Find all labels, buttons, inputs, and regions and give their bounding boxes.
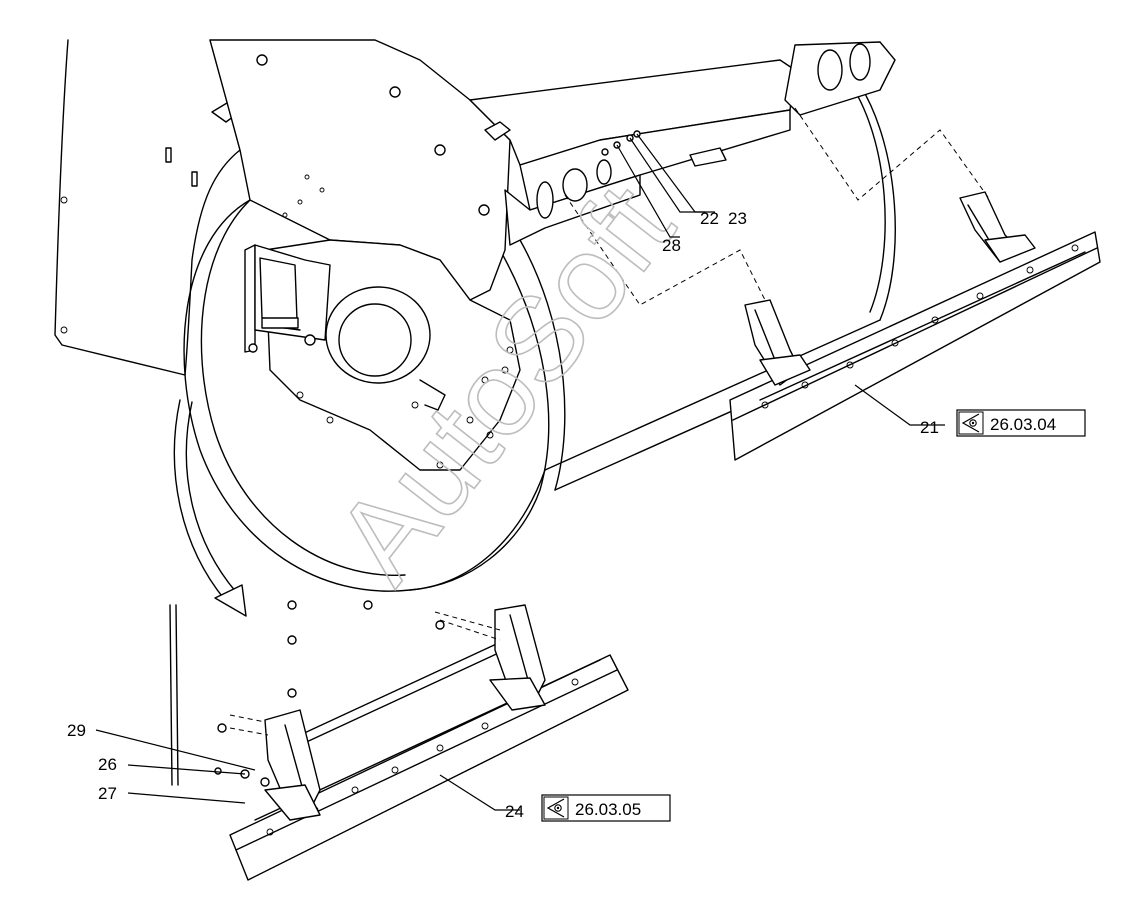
rotation-arrow [173, 399, 247, 617]
upper-mount [784, 41, 896, 116]
reference-box-upper[interactable]: 26.03.04 [956, 409, 1086, 437]
callout-22: 22 [700, 209, 719, 228]
assembly-guides [564, 107, 991, 306]
callout-26: 26 [98, 755, 117, 774]
view-eye-icon [961, 413, 980, 433]
hardware-lower [214, 600, 501, 787]
callout-27: 27 [98, 784, 117, 803]
callout-23: 23 [728, 209, 747, 228]
callout-29: 29 [67, 721, 86, 740]
reference-box-lower[interactable]: 26.03.05 [541, 794, 671, 822]
drum-side-plate [264, 239, 521, 471]
callout-21: 21 [920, 418, 939, 437]
reference-label-upper: 26.03.04 [990, 415, 1056, 434]
view-eye-icon [546, 798, 565, 818]
callout-28: 28 [662, 236, 681, 255]
main-frame [209, 39, 796, 301]
leader-lines [95, 133, 945, 811]
cab-side-panel [54, 39, 246, 376]
callout-24: 24 [505, 802, 524, 821]
drum [183, 79, 896, 592]
reference-label-lower: 26.03.05 [575, 800, 641, 819]
scraper-lower [169, 604, 629, 881]
left-bracket [244, 244, 331, 353]
scraper-upper [729, 191, 1101, 461]
